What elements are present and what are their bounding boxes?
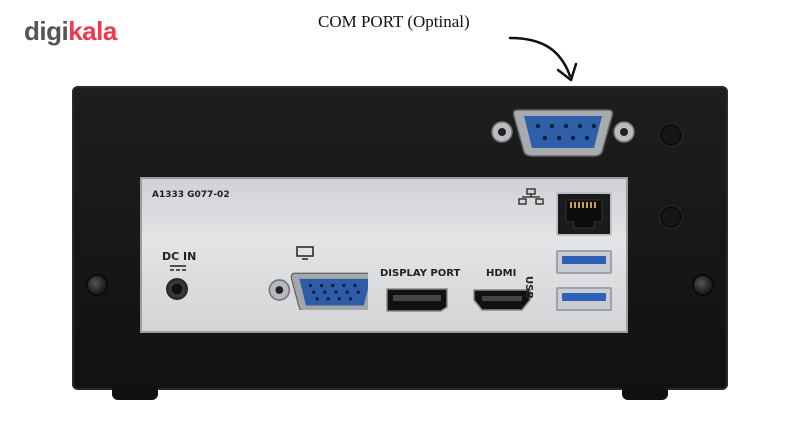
brand-logo-part2: kala bbox=[68, 16, 117, 46]
usb-port-1 bbox=[556, 250, 612, 274]
brand-logo-part1: digi bbox=[24, 16, 69, 46]
brand-logo: digikala bbox=[24, 16, 117, 47]
right-foot bbox=[622, 386, 668, 400]
mount-hole bbox=[660, 206, 682, 228]
left-foot bbox=[112, 386, 158, 400]
displayport-label: DISPLAY PORT bbox=[380, 268, 461, 279]
usb-label: USB bbox=[523, 276, 534, 299]
displayport-port bbox=[386, 288, 448, 312]
dc-in-jack bbox=[166, 278, 188, 300]
com-port-icon bbox=[491, 109, 635, 157]
hdmi-label: HDMI bbox=[486, 268, 517, 279]
screw-icon bbox=[694, 276, 712, 294]
screw-icon bbox=[88, 276, 106, 294]
hdmi-port bbox=[473, 289, 531, 311]
mount-hole bbox=[660, 124, 682, 146]
model-label: A1333 G077-02 bbox=[152, 190, 230, 200]
network-icon bbox=[518, 188, 544, 205]
ethernet-port bbox=[556, 192, 612, 236]
vga-icon bbox=[296, 246, 314, 260]
vga-port bbox=[268, 272, 368, 310]
com-port-caption: COM PORT (Optinal) bbox=[318, 12, 470, 31]
dc-in-label: DC IN bbox=[162, 250, 197, 263]
io-panel bbox=[140, 177, 628, 333]
dc-symbol-icon bbox=[170, 265, 186, 271]
usb-port-2 bbox=[556, 287, 612, 311]
arrow-icon bbox=[508, 36, 578, 82]
